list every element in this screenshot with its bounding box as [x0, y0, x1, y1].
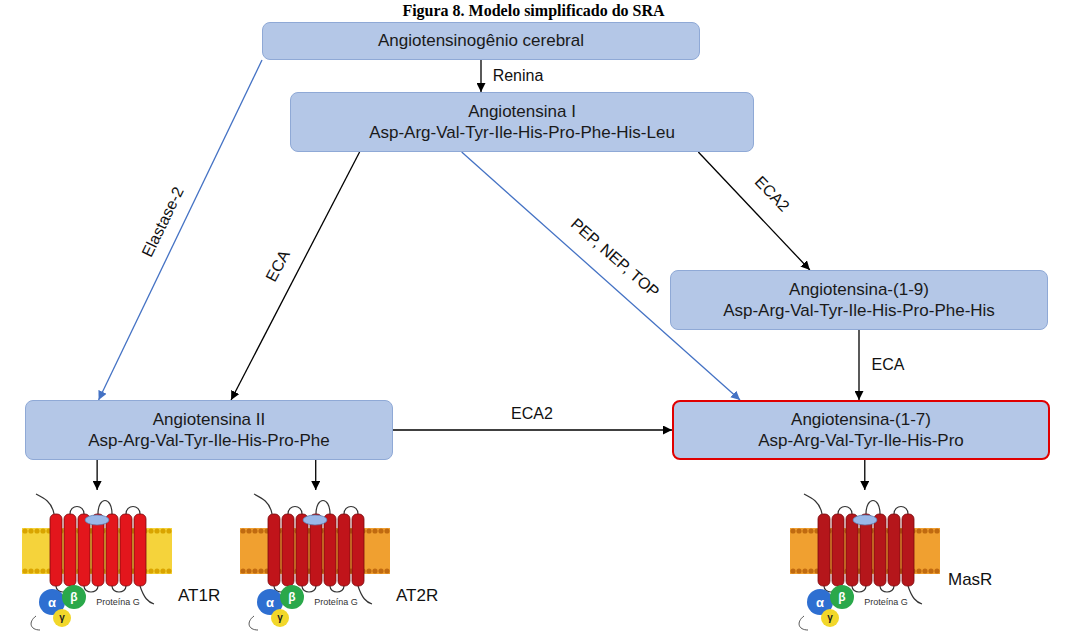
receptor-name: AT1R — [178, 586, 220, 606]
peptide-box: Angiotensina-(1-9)Asp-Arg-Val-Tyr-Ile-Hi… — [670, 270, 1048, 330]
receptor-figure: AT1R α βγ Proteína G — [22, 490, 252, 635]
connector-arrow — [698, 152, 810, 270]
subunit-label: α — [816, 596, 824, 609]
receptor-illustration — [22, 490, 172, 635]
g-protein — [249, 585, 304, 630]
receptor-loops — [36, 494, 154, 604]
amino-acid-sequence: Asp-Arg-Val-Tyr-Ile-His-Pro-Phe-His-Leu — [369, 122, 675, 143]
protein-label: Proteína G — [96, 598, 140, 607]
peptide-name: Angiotensina II — [153, 409, 265, 430]
connector-arrow — [480, 60, 481, 92]
connector-arrow — [231, 152, 360, 400]
amino-acid-sequence: Asp-Arg-Val-Tyr-Ile-His-Pro-Phe-His — [723, 300, 995, 321]
peptide-box: Angiotensinogênio cerebral — [262, 22, 700, 60]
subunit-label: α — [48, 596, 56, 609]
subunit-label: β — [288, 591, 295, 603]
peptide-name: Angiotensinogênio cerebral — [378, 30, 584, 51]
transmembrane-helices — [268, 514, 364, 586]
receptor-loops — [254, 494, 372, 604]
connector-arrow — [315, 460, 316, 490]
receptor-figure: MasR α βγ Proteína G — [790, 490, 1020, 635]
subunit-label: α — [266, 596, 274, 609]
enzyme-label: ECA2 — [509, 405, 555, 423]
figure-title: Figura 8. Modelo simplificado do SRA — [0, 2, 1067, 20]
peptide-box: Angiotensina IIAsp-Arg-Val-Tyr-Ile-His-P… — [25, 400, 393, 460]
peptide-box: Angiotensina-(1-7)Asp-Arg-Val-Tyr-Ile-Hi… — [672, 400, 1050, 460]
receptor-loops — [804, 494, 922, 604]
agonist-symbol — [303, 515, 327, 525]
connector-arrow — [393, 429, 672, 430]
peptide-name: Angiotensina-(1-9) — [789, 279, 929, 300]
amino-acid-sequence: Asp-Arg-Val-Tyr-Ile-His-Pro-Phe — [88, 430, 330, 451]
protein-label: Proteína G — [864, 598, 908, 607]
receptor-illustration — [790, 490, 940, 635]
enzyme-label: Renina — [491, 67, 546, 85]
g-protein — [31, 585, 86, 630]
peptide-name: Angiotensina-(1-7) — [791, 409, 931, 430]
enzyme-label: ECA2 — [750, 171, 794, 216]
protein-label: Proteína G — [314, 598, 358, 607]
connector-arrow — [858, 330, 859, 400]
subunit-label: γ — [827, 613, 833, 623]
receptor-illustration — [240, 490, 390, 635]
g-protein — [799, 585, 854, 630]
connector-arrow — [96, 460, 97, 490]
receptor-name: MasR — [948, 570, 992, 590]
agonist-symbol — [853, 515, 877, 525]
subunit-label: β — [838, 591, 845, 603]
receptor-name: AT2R — [396, 586, 438, 606]
subunit-label: β — [70, 591, 77, 603]
subunit-label: γ — [59, 613, 65, 623]
enzyme-label: Elastase-2 — [138, 182, 189, 261]
subunit-label: γ — [277, 613, 283, 623]
enzyme-label: ECA — [870, 356, 907, 374]
connector-arrow — [99, 60, 262, 400]
amino-acid-sequence: Asp-Arg-Val-Tyr-Ile-His-Pro — [758, 430, 964, 451]
enzyme-label: ECA — [262, 246, 295, 287]
receptor-figure: AT2R α βγ Proteína G — [240, 490, 470, 635]
transmembrane-helices — [50, 514, 146, 586]
peptide-box: Angiotensina IAsp-Arg-Val-Tyr-Ile-His-Pr… — [290, 92, 754, 152]
transmembrane-helices — [818, 514, 914, 586]
connector-arrow — [864, 460, 865, 490]
peptide-name: Angiotensina I — [468, 101, 576, 122]
agonist-symbol — [85, 515, 109, 525]
